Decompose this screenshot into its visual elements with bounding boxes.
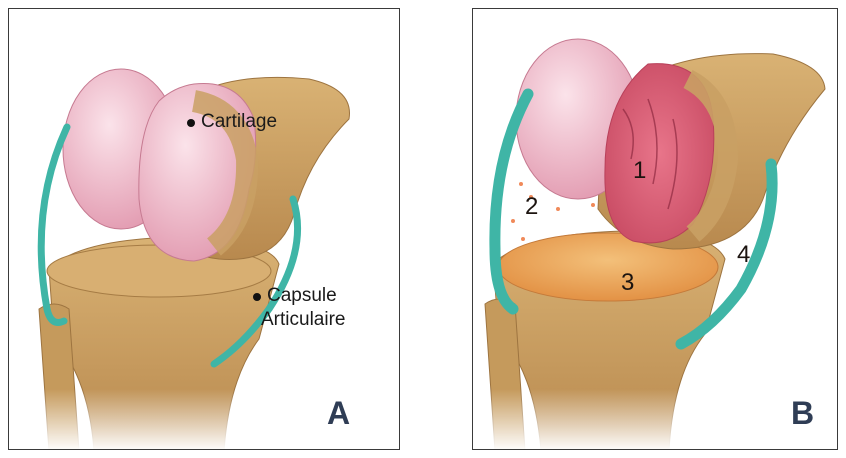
panel-a-healthy-knee: Cartilage Capsule Articulaire A <box>8 8 400 450</box>
cartilage-pointer-dot <box>187 119 195 127</box>
marker-3: 3 <box>621 271 634 295</box>
marker-1: 1 <box>633 159 646 183</box>
healthy-knee-illustration <box>9 9 400 450</box>
panel-letter-b: B <box>791 397 814 429</box>
arthritic-knee-illustration <box>473 9 838 450</box>
marker-2: 2 <box>525 195 538 219</box>
capsule-pointer-dot <box>253 293 261 301</box>
cartilage-label: Cartilage <box>201 111 277 132</box>
marker-4: 4 <box>737 243 750 267</box>
capsule-label-line1: Capsule <box>267 285 337 306</box>
capsule-label-line2: Articulaire <box>261 309 345 330</box>
panel-b-arthritic-knee: 1 2 3 4 B <box>472 8 838 450</box>
panel-letter-a: A <box>327 397 350 429</box>
